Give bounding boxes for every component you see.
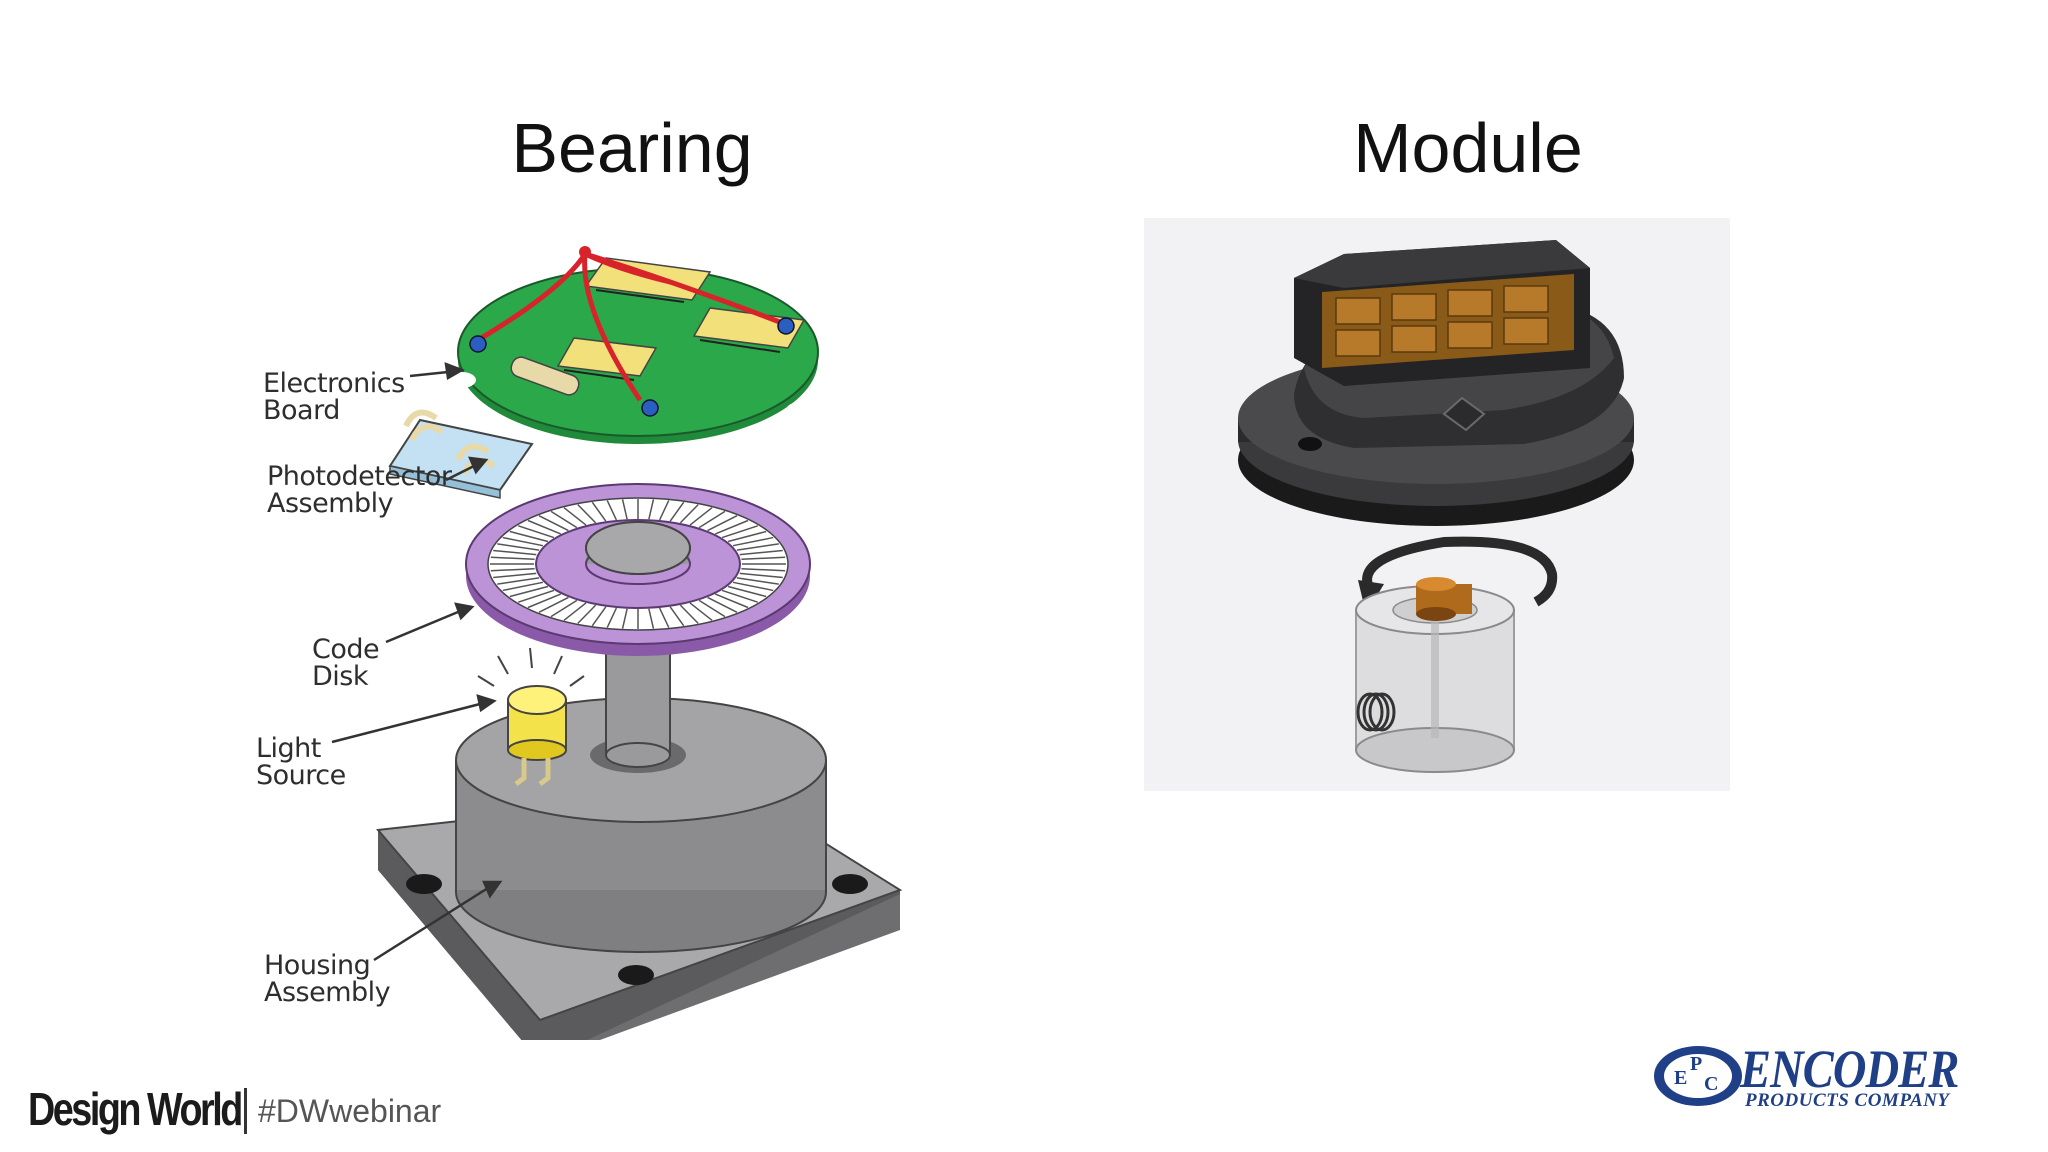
bearing-title: Bearing [511, 109, 753, 187]
code-disk-slot [577, 604, 597, 624]
electronics-board-illustration [448, 246, 819, 444]
callout-photodetector-assembly: Photodetector Assembly [267, 461, 452, 519]
callout-code-disk: Code Disk [312, 634, 380, 692]
code-disk-slot [698, 510, 726, 529]
code-disk-slot [497, 543, 540, 551]
code-disk-slot [689, 507, 713, 526]
code-disk-slot [741, 567, 786, 572]
code-disk-slot [736, 577, 779, 585]
code-disk-slot [538, 515, 569, 532]
code-disk-slot [721, 525, 758, 539]
code-disk-slot [621, 608, 628, 629]
epc-monogram-c: C [1704, 1073, 1718, 1095]
code-disk-slot [727, 585, 767, 598]
epc-monogram-e: E [1674, 1067, 1687, 1089]
encoder-company-name: ENCODER [1740, 1039, 1959, 1099]
set-screw [1356, 692, 1396, 732]
module-encoder-image [1144, 218, 1730, 791]
code-disk-slot [736, 543, 779, 551]
code-disk-slot [727, 530, 767, 543]
code-disk-slot [606, 607, 618, 628]
code-disk-slot [669, 501, 685, 522]
design-world-brand: Design World [28, 1083, 243, 1135]
code-disk-slot [679, 604, 699, 624]
code-disk-slot [502, 581, 544, 592]
module-title: Module [1353, 109, 1583, 187]
code-disk-slot [715, 519, 749, 535]
code-disk-slot [679, 504, 699, 524]
code-disk-slot [739, 549, 783, 556]
housing-assembly-illustration [376, 609, 903, 1040]
code-disk-slot [707, 596, 738, 613]
code-disk-slot [577, 504, 597, 524]
code-disk-slot [689, 602, 713, 621]
epc-logo-icon: E P C [1654, 1046, 1742, 1106]
epc-monogram-p: P [1690, 1053, 1702, 1075]
code-disk-slot [550, 510, 578, 529]
code-disk-slot [658, 500, 670, 521]
code-disk-slot [502, 536, 544, 547]
bearing-encoder-diagram [331, 246, 903, 1040]
encoder-company-subtitle: PRODUCTS COMPANY [1745, 1090, 1950, 1111]
callout-housing-assembly: Housing Assembly [264, 950, 391, 1008]
module-encoder-illustration [1238, 240, 1634, 773]
code-disk-slot [527, 593, 561, 609]
code-disk-illustration [465, 483, 811, 656]
code-disk-slot [518, 525, 555, 539]
footer-divider [244, 1088, 247, 1134]
code-disk-slot [732, 536, 774, 547]
code-disk-slot [707, 515, 738, 532]
code-disk-slot [518, 589, 555, 603]
light-source-illustration [477, 647, 585, 786]
code-disk-slot [606, 500, 618, 521]
code-disk-slot [509, 530, 549, 543]
code-disk-slot [527, 519, 561, 535]
code-disk-slot [497, 577, 540, 585]
callout-arrows [331, 362, 503, 962]
code-disk-slot [658, 607, 670, 628]
callout-electronics-board: Electronics Board [263, 368, 405, 426]
code-disk-slot [490, 567, 535, 572]
code-disk-slot [732, 581, 774, 592]
code-disk-slot [538, 596, 569, 613]
code-disk-slot [550, 599, 578, 618]
code-disk-slot [621, 499, 628, 520]
code-disk-slot [493, 572, 537, 579]
code-disk-slot [739, 572, 783, 579]
code-disk-slot [669, 606, 685, 627]
code-disk-slot [721, 589, 758, 603]
code-disk-slot [698, 599, 726, 618]
callout-light-source: Light Source [256, 733, 346, 791]
code-disk-slot [509, 585, 549, 598]
code-disk-slot [648, 608, 655, 629]
code-disk-slot [591, 501, 607, 522]
code-disk-slot [648, 499, 655, 520]
code-disk-slot [490, 556, 535, 561]
code-disk-slot [741, 556, 786, 561]
code-disk-slot [715, 593, 749, 609]
webinar-hashtag: #DWwebinar [258, 1093, 442, 1129]
code-disk-slot [591, 606, 607, 627]
code-disk-slot [493, 549, 537, 556]
code-disk-slot [563, 507, 587, 526]
code-disk-slot [563, 602, 587, 621]
